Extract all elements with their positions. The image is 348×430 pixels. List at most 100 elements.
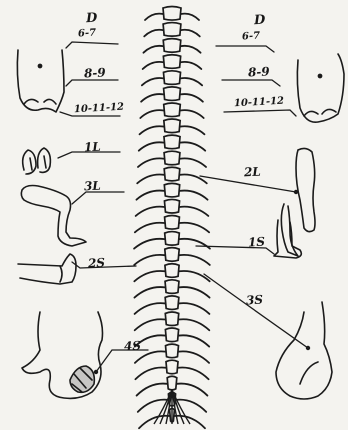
vertebra [166,344,179,358]
nerve-root-right [178,351,209,363]
right-torso-sketch [297,54,344,122]
nerve-root-right [179,287,210,298]
nerve-root-right [181,78,203,85]
nerve-root-left [135,303,166,314]
nerve-root-right [180,191,208,200]
label-d-right: D [254,14,266,28]
nerve-root-left [136,191,164,200]
nerve-root-left [139,416,170,428]
nerve-root-right [177,384,208,396]
leader-line [96,350,148,372]
leader-line [216,46,274,52]
label-2l: 2L [244,166,261,179]
left-foot-sketch [18,254,76,284]
nerve-root-left [140,126,164,134]
nerve-root-right [180,158,206,167]
vertebra [167,376,177,390]
label-t6-7-left: 6-7 [78,29,97,40]
nerve-root-right [179,335,210,346]
nerve-root-left [143,46,163,53]
nerve-root-right [180,110,203,118]
nerve-root-left [135,319,166,330]
nerve-root-right [179,239,210,249]
leader-line [72,192,124,204]
vertebra [165,312,178,326]
nerve-root-left [134,255,165,265]
vertebra [165,232,180,246]
nerve-root-left [142,78,164,85]
nerve-root-left [137,174,164,183]
nerve-root-right [179,303,210,314]
nerve-root-left [135,367,166,379]
vertebra [163,39,181,53]
nerve-root-left [137,384,168,396]
vertebra [164,119,180,133]
spinal-column [134,7,210,429]
vertebra [165,248,179,262]
vertebra [163,55,180,69]
vertebra [165,296,179,310]
vertebra [164,199,179,213]
nerve-root-left [135,223,165,233]
vertebra [166,360,178,374]
nerve-root-right [174,416,205,428]
leader-line [204,274,308,348]
nerve-root-right [179,319,210,330]
label-2s: 2S [88,257,106,270]
label-4s: 4S [124,340,142,353]
left-leg-sketch [21,186,86,247]
label-1l: 1L [84,141,101,154]
nerve-root-right [180,207,209,216]
nerve-root-right [179,271,210,281]
leader-line [66,42,118,48]
nerve-root-left [143,62,164,69]
nerve-root-right [181,62,202,69]
left-torso-sketch [17,50,64,112]
vertebra [164,87,181,101]
nerve-root-right [181,46,201,53]
vertebra [165,264,179,278]
label-t8-9-left: 8-9 [84,66,106,79]
label-t8-9-right: 8-9 [248,65,270,78]
label-d-left: D [86,12,98,26]
label-1s: 1S [248,236,266,249]
vertebra [164,135,180,149]
right-leg-sketch [281,148,315,256]
vertebra [164,103,181,117]
nerve-root-right [179,255,210,265]
nerve-root-right [181,14,199,20]
nerve-root-left [134,271,165,281]
perineal-sketch [22,312,103,398]
label-3l: 3L [84,180,101,193]
nerve-root-right [180,142,205,150]
nerve-root-right [180,126,204,134]
nerve-root-left [141,94,164,102]
nerve-root-left [140,110,163,118]
label-t6-7-right: 6-7 [242,32,261,43]
right-buttocks-sketch [276,302,332,399]
leader-line [222,80,280,86]
vertebra [163,7,181,21]
nerve-root-left [145,14,163,20]
nerve-root-left [144,30,163,37]
nerve-root-left [139,142,164,150]
nerve-root-left [135,351,166,363]
leader-lines [58,42,310,374]
vertebra [163,71,180,85]
nerve-root-left [138,158,164,167]
leader-dot [94,370,98,374]
vertebra [163,23,181,37]
nerve-root-left [134,239,165,249]
nerve-root-right [179,223,209,233]
left-buttocks-sketch [23,148,51,174]
nerve-root-left [136,207,165,216]
vertebra [165,328,178,342]
nerve-root-right [181,30,200,37]
vertebra [164,151,180,165]
vertebra [165,280,179,294]
leader-line [66,80,118,86]
nerve-root-right [178,367,209,379]
nerve-root-right [180,94,203,102]
